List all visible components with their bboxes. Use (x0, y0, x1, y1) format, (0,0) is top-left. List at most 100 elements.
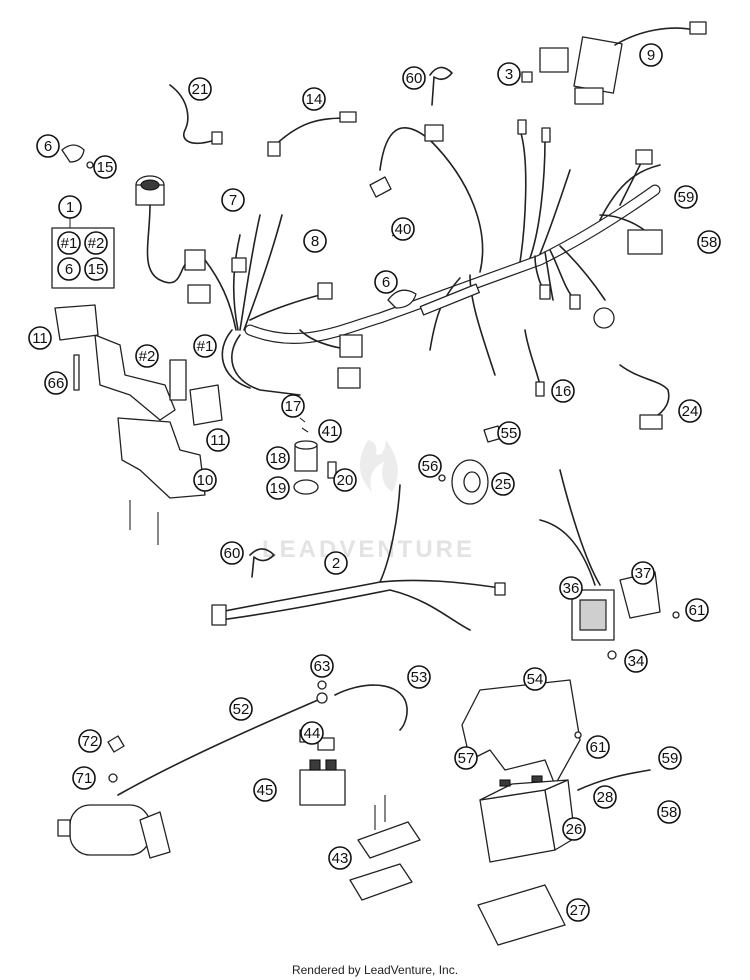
callout-55: 55 (497, 421, 521, 445)
cable-52 (117, 699, 319, 796)
callout-circle (685, 598, 709, 622)
callout-label: 34 (628, 653, 645, 670)
callout-circle (281, 394, 305, 418)
callout-60b: 60 (220, 541, 244, 565)
callout-label: 26 (566, 821, 583, 838)
callout-17: 17 (281, 394, 305, 418)
callout-19: 19 (266, 476, 290, 500)
callout-circle (333, 468, 357, 492)
callout-label: 6 (382, 274, 390, 291)
callout-3: 3 (497, 62, 521, 86)
callout-label: 55 (501, 425, 518, 442)
cable-2 (211, 484, 506, 631)
pin-66 (73, 354, 80, 391)
callout-label: 36 (563, 580, 580, 597)
cable-21-plug (211, 131, 223, 145)
watermark: LEADVENTURE (262, 440, 475, 563)
callout-label: 20 (337, 472, 354, 489)
callout-58b: 58 (657, 800, 681, 824)
callout-label: 72 (82, 733, 99, 750)
callout-circle (523, 667, 547, 691)
callout-label: 27 (570, 902, 587, 919)
cable-14-plug (267, 141, 281, 157)
callout-15: 15 (93, 155, 117, 179)
callout-label: #1 (197, 338, 214, 355)
callout-circle (302, 87, 326, 111)
callout-label: 71 (76, 770, 93, 787)
callout-6b: 6 (374, 270, 398, 294)
harness-connectors (184, 119, 663, 389)
callout-circle (497, 62, 521, 86)
plate-11-left (54, 304, 99, 341)
callout-circle (188, 77, 212, 101)
callout-circle (407, 665, 431, 689)
callout-circle (562, 817, 586, 841)
battery-cover (461, 679, 582, 786)
callout-10: 10 (193, 468, 217, 492)
callout-41: 41 (318, 419, 342, 443)
callout-circle (454, 746, 478, 770)
callout-label: 58 (661, 804, 678, 821)
kit-callout-label: 15 (88, 261, 105, 278)
callout-7: 7 (221, 188, 245, 212)
callout-2: 2 (324, 551, 348, 575)
callout-circle (491, 472, 515, 496)
main-wiring-harness (204, 127, 661, 396)
callout-9: 9 (639, 43, 663, 67)
callout-label: 56 (422, 458, 439, 475)
callout-circle (135, 344, 159, 368)
kit-callout-circle (57, 231, 81, 255)
callout-21: 21 (188, 77, 212, 101)
callout-label: 3 (505, 66, 513, 83)
callout-circle (93, 155, 117, 179)
callout-label: 10 (197, 472, 214, 489)
callout-20: 20 (333, 468, 357, 492)
watermark-text: LEADVENTURE (262, 536, 475, 563)
capacitor (293, 417, 337, 495)
callout-label: 63 (314, 658, 331, 675)
callout-circle (324, 551, 348, 575)
callout-circle (72, 766, 96, 790)
callout-circle (697, 230, 721, 254)
callout-label: 7 (229, 192, 237, 209)
callout-66: 66 (44, 371, 68, 395)
callout-circle (36, 134, 60, 158)
starter-motor (57, 735, 171, 859)
kit-callout-k1: #1 (57, 231, 81, 255)
callout-circle (44, 371, 68, 395)
horn (438, 425, 503, 505)
callout-label: 57 (458, 750, 475, 767)
callout-label: 44 (304, 725, 321, 742)
callout-6a: 6 (36, 134, 60, 158)
callout-circle (310, 654, 334, 678)
callout-1: 1 (58, 195, 82, 219)
callout-label: 19 (270, 480, 287, 497)
callout-circle (566, 898, 590, 922)
callout-label: 43 (332, 850, 349, 867)
callout-28: 28 (593, 785, 617, 809)
callout-label: 11 (210, 432, 226, 449)
callout-circle (593, 785, 617, 809)
callout-circle (266, 476, 290, 500)
callout-label: 2 (332, 555, 340, 572)
voltage-regulator (539, 469, 680, 660)
callout-label: 53 (411, 669, 428, 686)
sensor-16-wire (524, 329, 541, 386)
callout-label: 61 (689, 602, 706, 619)
callout-53: 53 (407, 665, 431, 689)
kit-callout-circle (57, 257, 81, 281)
callout-59a: 59 (674, 185, 698, 209)
footer-credit: Rendered by LeadVenture, Inc. (291, 963, 459, 977)
callout-circle (586, 735, 610, 759)
callout-36: 36 (559, 576, 583, 600)
ignition-coil (135, 175, 186, 284)
callout-54: 54 (523, 667, 547, 691)
callout-label: 61 (590, 739, 607, 756)
callout-37: 37 (631, 561, 655, 585)
callout-71: 71 (72, 766, 96, 790)
callout-57: 57 (454, 746, 478, 770)
callout-61b: 61 (586, 735, 610, 759)
cable-53 (334, 684, 408, 731)
callout-27: 27 (566, 898, 590, 922)
callout-circle (318, 419, 342, 443)
